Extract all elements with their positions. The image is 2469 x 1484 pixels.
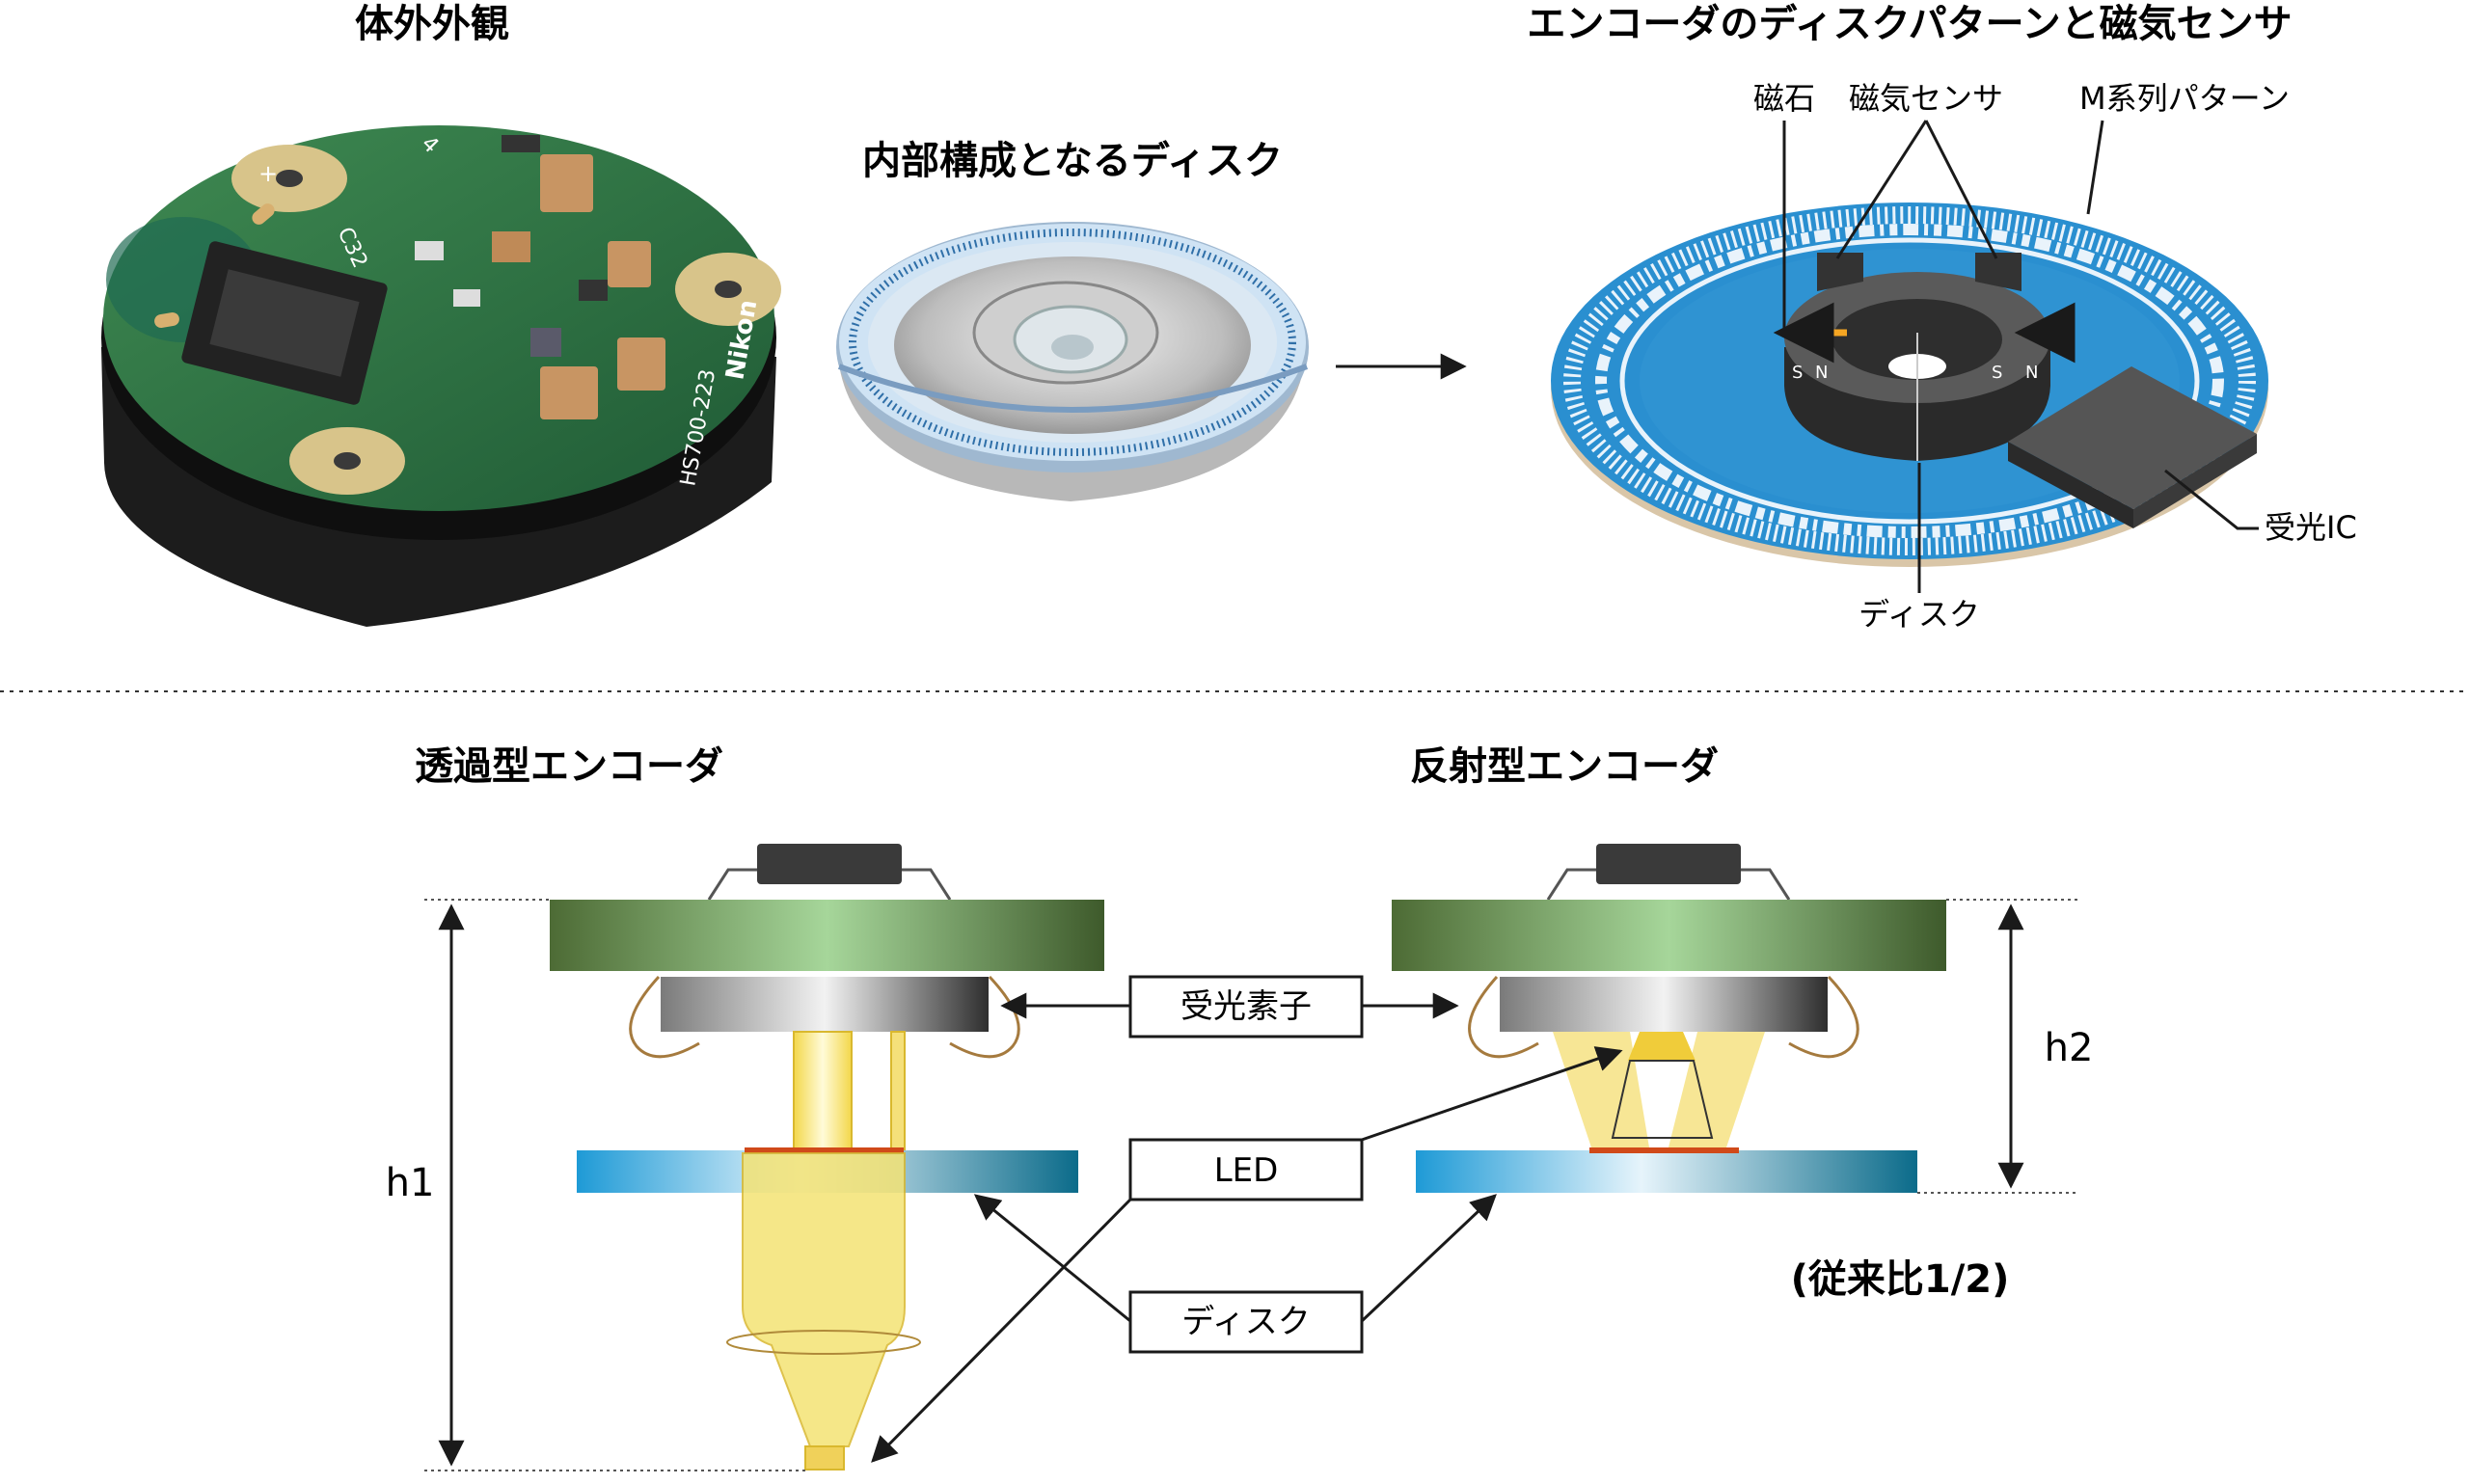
reflective-disk xyxy=(1416,1150,1917,1193)
dimension-lines xyxy=(424,899,2078,1471)
callout-photo-ic: 受光IC xyxy=(2265,509,2357,546)
callout-disk: ディスク xyxy=(1859,596,1980,633)
reflective-title: 反射型エンコーダ xyxy=(1410,744,1719,789)
top-callout-lines xyxy=(1782,120,2259,593)
exterior-title: 体外外観 xyxy=(355,2,509,46)
reflective-pcb xyxy=(1392,900,1946,971)
label-photo-element: 受光素子 xyxy=(1180,987,1312,1026)
transmissive-encoder xyxy=(550,844,1104,1471)
label-led: LED xyxy=(1214,1151,1279,1190)
pole-s-right: S xyxy=(1992,363,2002,383)
internal-disk-photo xyxy=(836,222,1309,501)
reflective-photo-element xyxy=(1500,977,1828,1032)
disk-pattern-illustration: S N S N xyxy=(1551,202,2268,567)
h2-label: h2 xyxy=(2045,1026,2094,1070)
h1-label: h1 xyxy=(386,1161,435,1205)
pcb-plus-mark: + xyxy=(258,160,278,187)
disk-title: 内部構成となるディスク xyxy=(862,139,1283,183)
callout-magnetic-sensor: 磁気センサ xyxy=(1849,80,2003,117)
encoder-exterior-photo: Nikon HS700-223 C32 + 4 xyxy=(101,125,781,627)
ratio-note: (従来比1/2) xyxy=(1791,1257,2010,1302)
reflective-encoder xyxy=(1392,844,1946,1193)
transmissive-pcb xyxy=(550,900,1104,971)
callout-m-pattern: M系列パターン xyxy=(2079,80,2290,117)
pattern-title: エンコーダのディスクパターンと磁気センサ xyxy=(1527,2,2292,46)
transmissive-title: 透過型エンコーダ xyxy=(415,744,723,789)
pole-s-left: S xyxy=(1792,363,1803,383)
label-boxes xyxy=(1128,975,1364,1354)
label-disk: ディスク xyxy=(1181,1303,1311,1341)
transmissive-photo-element xyxy=(661,977,989,1032)
pole-n-right: N xyxy=(2025,363,2038,383)
pole-n-left: N xyxy=(1815,363,1828,383)
callout-magnet: 磁石 xyxy=(1753,80,1815,117)
pointer-arrows xyxy=(871,992,1623,1463)
